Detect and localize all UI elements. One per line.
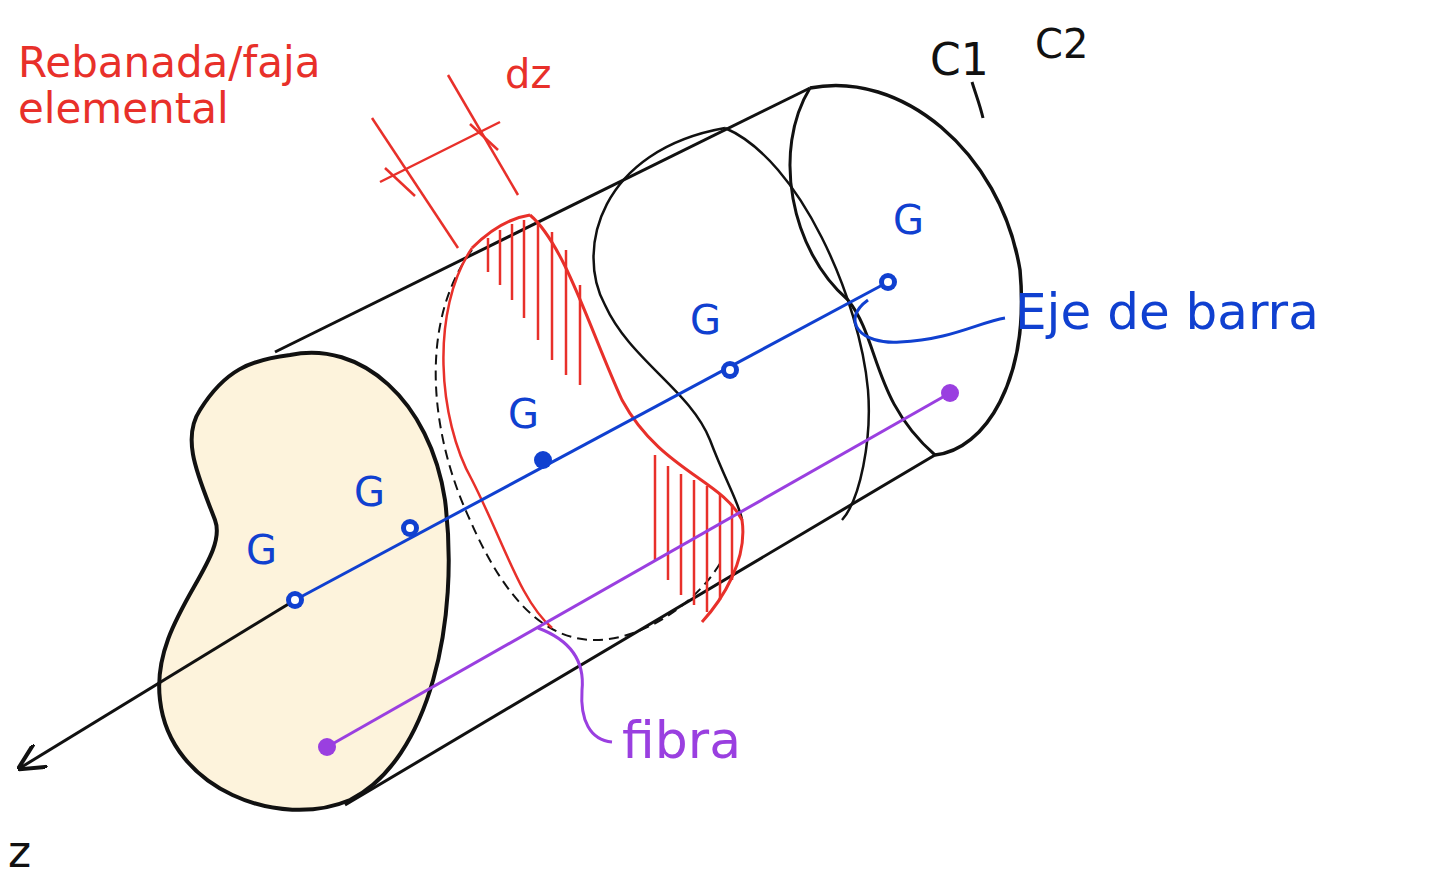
fibre-dot: [941, 384, 959, 402]
centroid-label: G: [690, 298, 721, 342]
leader-line: [855, 300, 1005, 342]
section-label: C1: [930, 36, 989, 84]
z-axis: [20, 600, 295, 768]
section-c1: [594, 128, 742, 520]
centroid-label: G: [246, 528, 277, 572]
hidden-section: [436, 250, 722, 640]
section-label: C2: [1035, 22, 1088, 66]
fibre-dot: [318, 738, 336, 756]
bar-edge: [275, 88, 810, 352]
leader-line: [538, 628, 612, 742]
centroid-label: G: [354, 470, 385, 514]
fibre-line: [327, 393, 950, 747]
bar-axis: [295, 282, 888, 600]
axis-label: Eje de barra: [1015, 285, 1319, 340]
slice-outline: [443, 248, 552, 628]
section-c1: [725, 128, 869, 520]
leader-line: [972, 82, 983, 118]
end-section: [810, 85, 1021, 455]
dimension-label: dz: [505, 52, 551, 96]
axis-name: z: [8, 828, 31, 876]
centroid-label: G: [893, 198, 924, 242]
fibre-label: fibra: [622, 712, 741, 769]
centroid-label: G: [508, 392, 539, 436]
front-section: [159, 353, 449, 810]
section-c2: [790, 88, 935, 455]
slice-label: Rebanada/faja elemental: [18, 40, 378, 132]
slice-hatching: [488, 220, 732, 612]
dimension-dz: [372, 75, 518, 248]
centroid-dot: [286, 273, 897, 609]
